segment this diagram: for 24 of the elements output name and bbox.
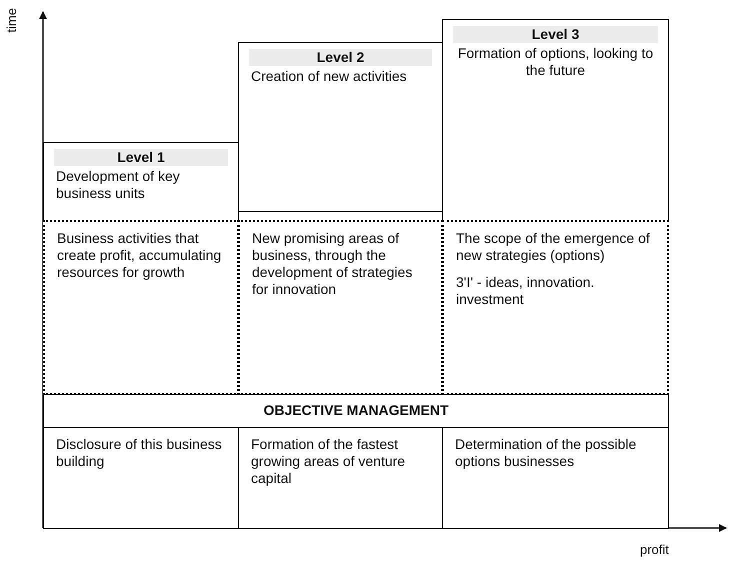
description-text: Business activities that create profit, accumulating resources for growth [57,230,222,281]
result-box [442,427,669,529]
description-box [43,220,239,395]
description-text: Disclosure of this business building [56,436,223,470]
level-box [238,42,443,212]
axis-label: profit [640,542,669,557]
level-heading: Level 3 [453,26,658,43]
level-box [43,142,239,222]
management-band [43,394,669,428]
level-box [442,19,669,222]
description-text: Creation of new activities [251,68,408,85]
description-text: Development of key business units [56,168,181,202]
level-heading: Level 1 [54,149,228,166]
axis-label: time [4,8,19,33]
description-box [442,220,669,395]
description-text: Determination of the possible options businesses [455,436,638,470]
description-text: New promising areas of business, through the development of strategies for innovation [252,230,414,298]
result-box [43,427,239,529]
description-text: Formation of the fastest growing areas of venture capital [251,436,406,487]
description-text: Formation of options, looking to the future [456,45,654,79]
description-text: The scope of the emergence of new strategies (options) [456,230,651,264]
band-title: OBJECTIVE MANAGEMENT [262,402,450,419]
description-text: 3'I' - ideas, innovation. investment [456,274,596,308]
level-heading: Level 2 [249,49,432,66]
